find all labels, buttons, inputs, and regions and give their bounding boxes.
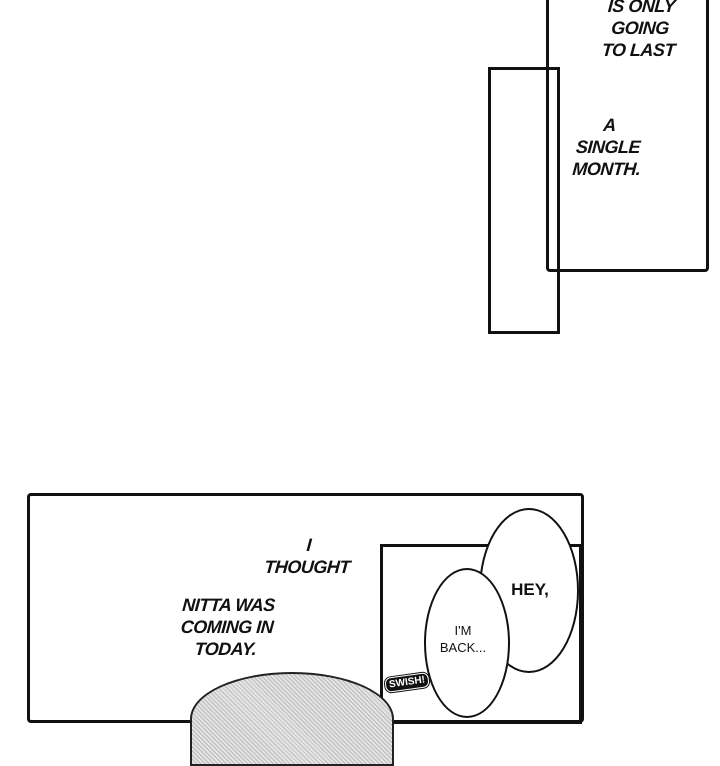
caption-line: GOING <box>610 18 670 38</box>
caption-line: A <box>602 115 617 135</box>
caption-is-only-going-to-last: IS ONLY GOING TO LAST <box>578 0 703 61</box>
caption-line: SINGLE <box>575 137 641 157</box>
caption-line: IS ONLY <box>607 0 676 16</box>
panel-top-right <box>546 0 709 272</box>
narration-line: TODAY. <box>193 639 258 659</box>
narration-nitta-coming: NITTA WAS COMING IN TODAY. <box>160 594 295 660</box>
caption-line: TO LAST <box>601 40 676 60</box>
speech-line: BACK... <box>439 640 487 655</box>
caption-line: MONTH. <box>571 159 642 179</box>
narration-line: THOUGHT <box>263 557 351 577</box>
speech-line: I'M <box>454 623 472 638</box>
caption-a-single-month: A SINGLE MONTH. <box>556 114 661 180</box>
panel-narrow-strip <box>488 67 560 334</box>
speech-hey: HEY, <box>511 580 549 599</box>
narration-line: NITTA WAS <box>181 595 276 615</box>
speech-bubble-im-back <box>424 568 510 718</box>
narration-line: COMING IN <box>180 617 274 637</box>
narration-line: I <box>305 535 312 555</box>
speech-im-back: I'M BACK... <box>428 622 498 656</box>
character-head <box>190 672 394 766</box>
narration-i-thought: I THOUGHT <box>246 534 369 578</box>
